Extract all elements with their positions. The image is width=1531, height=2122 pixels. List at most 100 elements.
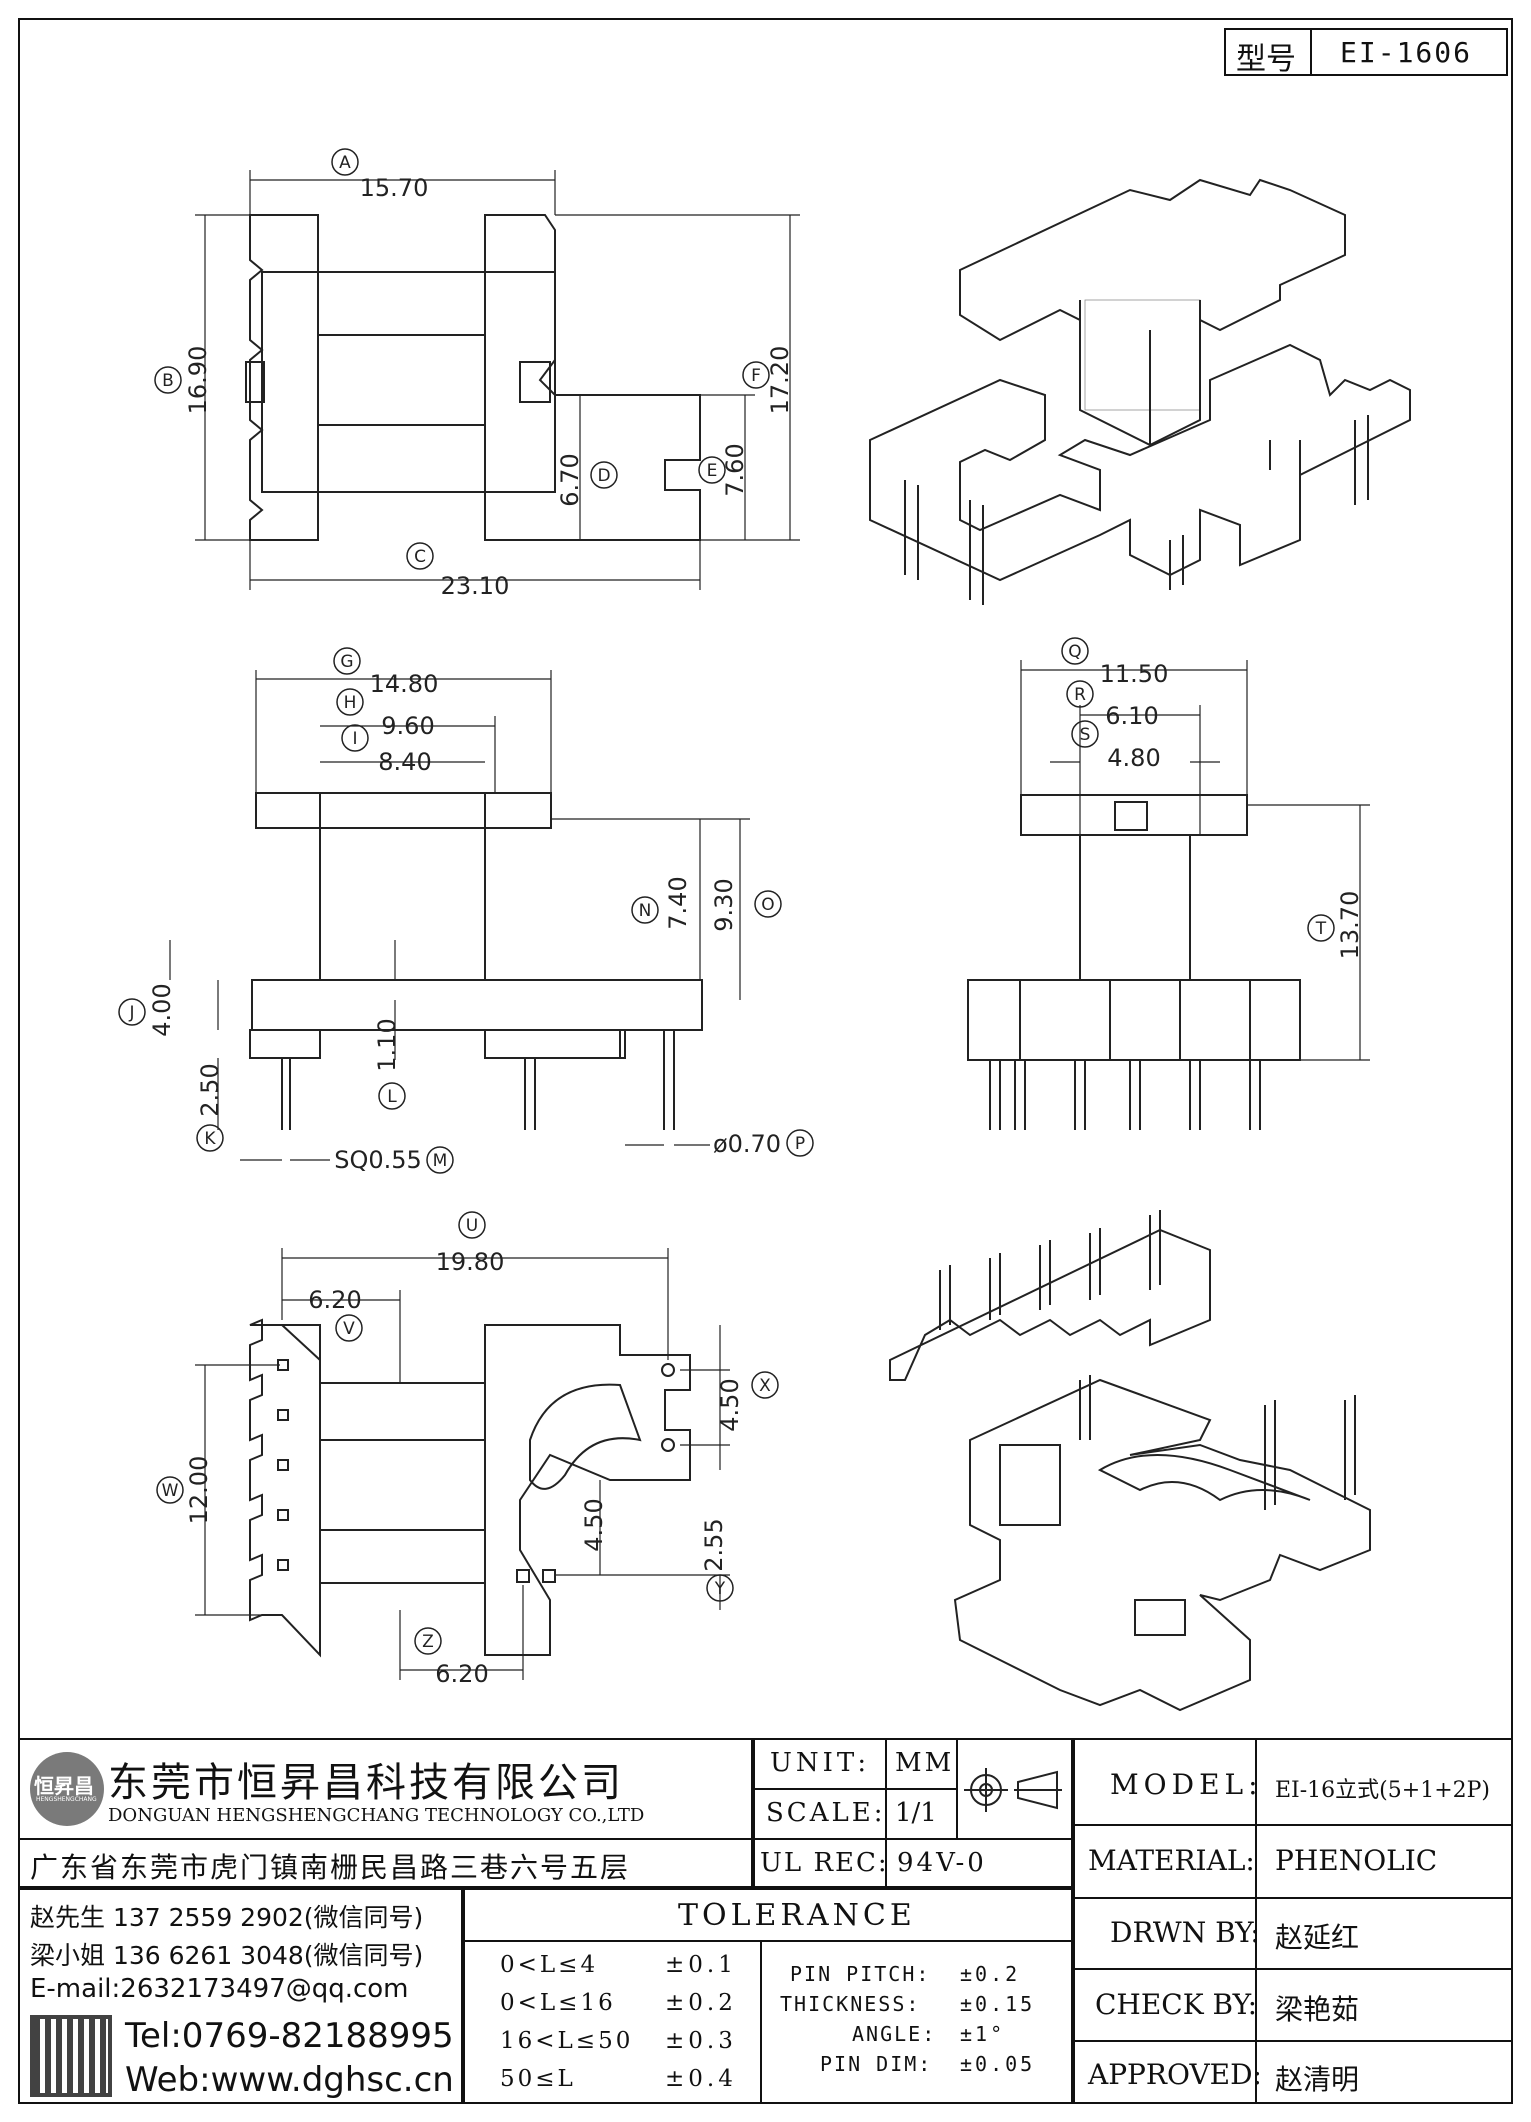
dim-Y: 2.55 xyxy=(700,1518,728,1571)
company-name-cn: 东莞市恒昇昌科技有限公司 xyxy=(108,1760,624,1806)
letter-E: E xyxy=(707,461,718,481)
qr-code-icon xyxy=(30,2015,112,2097)
letter-K: K xyxy=(204,1129,216,1149)
unit-value: MM xyxy=(895,1748,955,1778)
bubble-X xyxy=(751,1371,779,1399)
bubble-B xyxy=(154,366,182,394)
contact-1: 赵先生 137 2559 2902(微信同号) xyxy=(30,1903,424,1932)
contacts-box xyxy=(18,1888,463,2104)
unit-row-line xyxy=(753,1788,956,1790)
dim-X: 4.50 xyxy=(716,1378,744,1431)
model-value: EI-16立式(5+1+2P) xyxy=(1275,1778,1491,1803)
letter-N: N xyxy=(639,901,652,921)
bubble-O xyxy=(754,890,782,918)
letter-X: X xyxy=(759,1376,771,1396)
company-logo: 恒昇昌 HENGSHENGCHANG xyxy=(30,1752,104,1826)
dim-V: 6.20 xyxy=(308,1286,361,1314)
bubble-L xyxy=(378,1082,406,1110)
tolerance-title: TOLERANCE xyxy=(678,1898,916,1933)
bottom-view xyxy=(249,1318,691,1658)
bubble-Q xyxy=(1061,637,1089,665)
unit-label: UNIT: xyxy=(770,1748,871,1778)
check-value: 梁艳茹 xyxy=(1275,1993,1360,2026)
info-box xyxy=(1073,1738,1513,2104)
dim-D: 6.70 xyxy=(556,453,584,506)
tolerance-title-line xyxy=(463,1940,1073,1942)
isometric-view-top xyxy=(869,178,1411,605)
dim-S: 4.80 xyxy=(1107,744,1160,772)
material-value: PHENOLIC xyxy=(1275,1844,1438,1877)
ulrec-value: 94V-0 xyxy=(897,1848,987,1878)
bubble-W xyxy=(156,1476,184,1504)
letter-G: G xyxy=(340,652,353,672)
model-number-divider xyxy=(1310,28,1312,76)
isometric-view-bottom xyxy=(889,1210,1371,1712)
drwn-value: 赵延红 xyxy=(1275,1921,1360,1954)
bubble-E xyxy=(698,456,726,484)
letter-A: A xyxy=(339,153,351,173)
model-number-value: EI-1606 xyxy=(1340,36,1473,69)
letter-H: H xyxy=(344,693,357,713)
info-row-2 xyxy=(1073,1897,1513,1899)
company-name-en: DONGUAN HENGSHENGCHANG TECHNOLOGY CO.,LT… xyxy=(108,1805,645,1826)
dim-E: 7.60 xyxy=(721,443,749,496)
model-number-label: 型号 xyxy=(1236,42,1296,77)
dim-J: 4.00 xyxy=(148,983,176,1036)
technical-drawings: A 15.70 B 16.90 C 23.10 D 6.70 E 7.60 F … xyxy=(118,148,1411,1712)
dim-H: 9.60 xyxy=(381,712,434,740)
bubble-U xyxy=(458,1211,486,1239)
side-view xyxy=(967,794,1301,1130)
letter-J: J xyxy=(128,1003,134,1023)
scale-value: 1/1 xyxy=(895,1798,937,1828)
company-address: 广东省东莞市虎门镇南栅民昌路三巷六号五层 xyxy=(30,1851,631,1884)
letter-W: W xyxy=(162,1481,179,1501)
projection-symbol-icon xyxy=(964,1768,1062,1812)
dimension-labels: A 15.70 B 16.90 C 23.10 D 6.70 E 7.60 F … xyxy=(118,148,1364,1688)
tol-extra-val-1: ±0.15 xyxy=(960,1992,1036,2016)
info-col-divider xyxy=(1255,1738,1257,2104)
scale-row-line xyxy=(753,1838,1073,1840)
address-divider xyxy=(18,1838,753,1840)
bubble-F xyxy=(742,361,770,389)
dim-F: 17.20 xyxy=(766,346,794,415)
front-view-dims xyxy=(169,670,750,1161)
bubble-Z xyxy=(414,1627,442,1655)
tol-extra-val-3: ±0.05 xyxy=(960,2052,1036,2076)
bubble-P xyxy=(786,1129,814,1157)
drwn-label: DRWN BY: xyxy=(1110,1916,1260,1949)
tol-extra-val-0: ±0.2 xyxy=(960,1962,1021,1986)
info-row-1 xyxy=(1073,1824,1513,1826)
letter-U: U xyxy=(466,1216,478,1236)
dim-K: 2.50 xyxy=(196,1063,224,1116)
email: E-mail:2632173497@qq.com xyxy=(30,1974,409,2004)
dim-W: 12.00 xyxy=(185,1456,213,1525)
letter-B: B xyxy=(162,371,174,391)
letter-L: L xyxy=(387,1087,397,1107)
tol-range-2: 16<L≤50 xyxy=(500,2028,634,2054)
tol-range-3: 50≤L xyxy=(500,2066,576,2092)
dim-Q: 11.50 xyxy=(1100,660,1169,688)
logo-text: 恒昇昌 xyxy=(34,1774,94,1798)
letter-O: O xyxy=(761,895,774,915)
ulrec-label: UL REC: xyxy=(760,1848,889,1878)
letter-C: C xyxy=(414,547,426,567)
bubble-G xyxy=(333,647,361,675)
info-row-3 xyxy=(1073,1968,1513,1970)
letter-M: M xyxy=(433,1151,448,1171)
check-label: CHECK BY: xyxy=(1095,1988,1258,2021)
tolerance-col-divider xyxy=(760,1940,762,2104)
approved-label: APPROVED: xyxy=(1088,2058,1262,2091)
bubble-R xyxy=(1066,680,1094,708)
contact-2: 梁小姐 136 6261 3048(微信同号) xyxy=(30,1941,424,1970)
tol-range-1: 0<L≤16 xyxy=(500,1990,616,2016)
bubble-H xyxy=(336,688,364,716)
bubble-C xyxy=(406,542,434,570)
tol-extra-label-2: ANGLE: xyxy=(852,2022,937,2046)
bubble-V xyxy=(335,1314,363,1342)
tol-extra-label-3: PIN DIM: xyxy=(820,2052,933,2076)
bottom-view-dims xyxy=(195,1248,730,1680)
model-number-box xyxy=(1224,28,1508,76)
dim-A: 15.70 xyxy=(360,174,429,202)
dim-G: 14.80 xyxy=(370,670,439,698)
